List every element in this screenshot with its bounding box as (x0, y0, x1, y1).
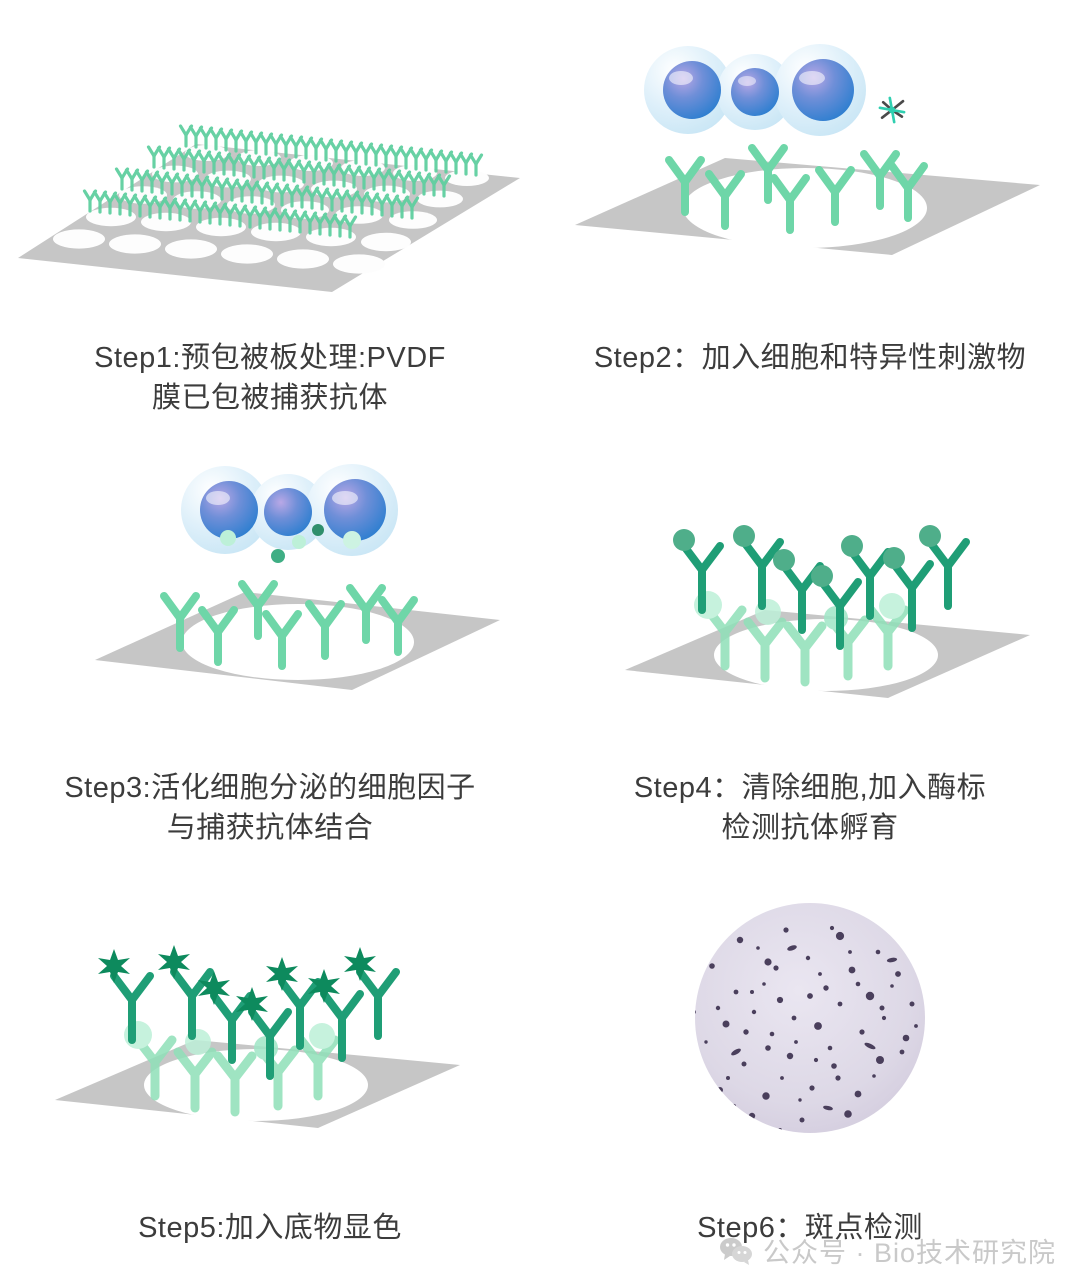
watermark-text: 公众号 · Bio技术研究院 (762, 1238, 1056, 1268)
watermark: 公众号 · Bio技术研究院 (719, 1231, 1056, 1270)
substrate-color-development-icon (55, 945, 460, 1128)
step5-text: 加入底物显色 (224, 1212, 402, 1244)
well-with-cells-and-stimulant-icon (575, 44, 1040, 255)
step6-label: Step6： (697, 1212, 805, 1244)
cell-group (181, 464, 398, 556)
step2-label: Step2： (593, 342, 702, 374)
spot-detection-well-photo-icon (695, 903, 925, 1133)
step3-text: 活化细胞分泌的细胞因子 与捕获抗体结合 (151, 772, 476, 844)
step5-caption: Step5:加入底物显色 (0, 1168, 540, 1248)
step1-illustration (0, 100, 540, 300)
multiwell-plate-with-capture-antibodies-icon (18, 124, 520, 292)
step3-illustration (0, 440, 540, 700)
step2-illustration (540, 40, 1080, 290)
cell-group (644, 44, 866, 136)
membrane-plate (575, 158, 1040, 255)
enzyme-labeled-detection-antibodies-icon (625, 470, 1030, 698)
step4-label: Step4： (633, 772, 742, 804)
step6-illustration (540, 900, 1080, 1140)
step3-label: Step3: (64, 772, 152, 804)
step4-caption: Step4：清除细胞,加入酶标 检测抗体孵育 (540, 728, 1080, 848)
step5-label: Step5: (138, 1212, 225, 1244)
step1-text: 预包被板处理:PVDF 膜已包被捕获抗体 (151, 342, 446, 414)
step6-text: 斑点检测 (804, 1212, 923, 1244)
stimulant-molecule-icon (878, 96, 906, 124)
step1-label: Step1: (94, 342, 181, 374)
cells-secreting-cytokines-icon (95, 464, 500, 690)
step1-caption: Step1:预包被板处理:PVDF 膜已包被捕获抗体 (0, 298, 540, 418)
step4-text: 清除细胞,加入酶标 检测抗体孵育 (721, 772, 987, 844)
step6-caption: Step6：斑点检测 (540, 1168, 1080, 1248)
wechat-icon (719, 1237, 752, 1265)
step5-illustration (0, 900, 540, 1130)
step3-caption: Step3:活化细胞分泌的细胞因子 与捕获抗体结合 (0, 728, 540, 848)
step4-illustration (540, 470, 1080, 700)
step2-caption: Step2：加入细胞和特异性刺激物 (540, 298, 1080, 378)
secreted-cytokines (220, 524, 361, 563)
step2-text: 加入细胞和特异性刺激物 (701, 342, 1027, 374)
membrane-plate (95, 592, 500, 690)
